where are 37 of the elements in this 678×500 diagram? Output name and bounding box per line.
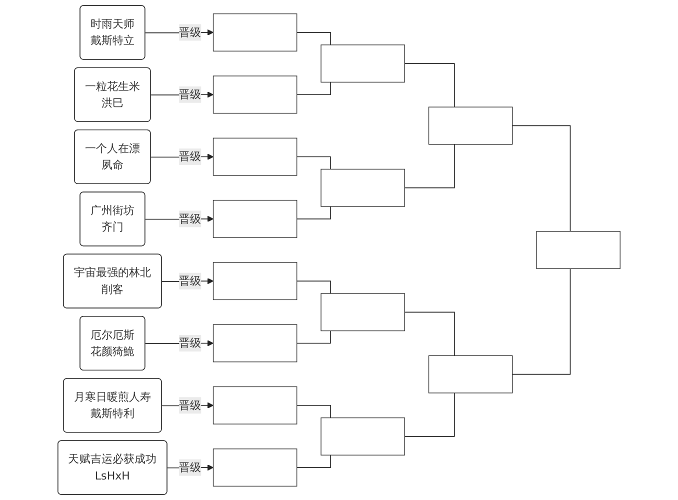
node-box (212, 324, 298, 362)
node-box (212, 76, 298, 114)
connector (296, 404, 331, 418)
node-box (428, 355, 513, 394)
edge-label: 晋级 (179, 212, 202, 226)
connector (512, 268, 571, 375)
edge-label: 晋级 (179, 460, 202, 474)
node-box (212, 200, 298, 238)
node-box (212, 448, 298, 487)
node-box (212, 262, 298, 300)
connector (404, 144, 455, 188)
node-box (320, 44, 405, 83)
node-box (212, 386, 298, 424)
node-box (320, 417, 405, 456)
connector (296, 82, 331, 96)
connector (296, 330, 331, 344)
node-box (320, 293, 405, 332)
node-box (212, 138, 298, 176)
connector (296, 156, 331, 170)
connector (296, 206, 331, 220)
connector (512, 125, 571, 232)
node-box (320, 168, 405, 207)
edge-label: 晋级 (179, 398, 202, 412)
connector (404, 312, 455, 356)
connector (296, 280, 331, 294)
edge-label: 晋级 (179, 150, 202, 163)
edge-label: 晋级 (179, 336, 202, 350)
edge-label: 晋级 (179, 88, 202, 101)
connector (404, 392, 455, 437)
node-box (428, 106, 513, 145)
edge-label: 晋级 (179, 274, 202, 288)
edge-label: 晋级 (179, 26, 202, 39)
connector (296, 32, 331, 46)
connector (296, 454, 331, 468)
node-box (212, 13, 298, 52)
node-box (536, 231, 620, 269)
connector (404, 63, 455, 108)
